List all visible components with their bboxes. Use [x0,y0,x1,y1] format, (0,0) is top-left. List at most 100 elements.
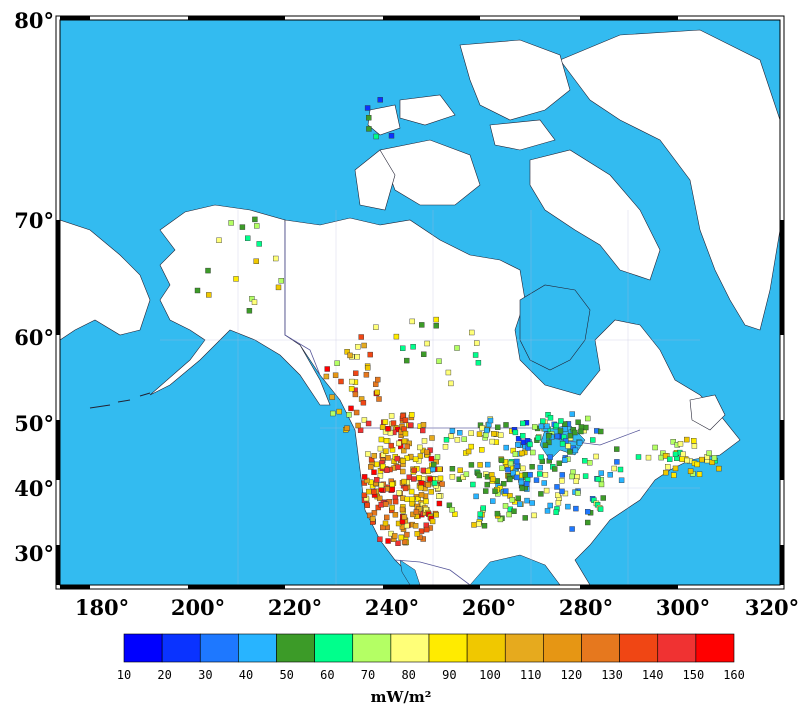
heat-flow-point [366,114,372,121]
heat-flow-point [353,370,359,376]
heat-flow-point [398,534,404,541]
heat-flow-point [684,436,690,443]
heat-flow-point [349,378,355,385]
heat-flow-point [617,466,624,473]
heat-flow-point [409,318,415,325]
arctic-island-ellesmere [459,39,571,121]
heat-flow-point [382,419,389,425]
heat-flow-point [509,497,515,503]
heat-flow-point [393,333,400,340]
heat-flow-point [411,476,417,482]
heat-flow-point [684,457,690,464]
heat-flow-point [524,481,530,487]
heat-flow-point [529,464,535,470]
heat-flow-point [228,220,234,226]
heat-flow-point [547,415,554,421]
heat-flow-point [371,469,377,475]
heat-flow-point [484,427,490,434]
heat-flow-point [385,455,391,461]
heat-flow-point [394,455,400,462]
heat-flow-point [429,435,435,441]
heat-flow-point [373,381,379,387]
heat-flow-point [476,431,483,437]
heat-flow-point [465,448,472,455]
landmass-greenland [559,29,780,331]
heat-flow-point [645,454,652,461]
colorbar-tick-label: 90 [442,668,457,682]
heat-flow-point [361,492,368,498]
heat-flow-point [443,437,450,443]
heat-flow-point [538,491,544,497]
heat-flow-point [375,376,381,383]
gulf-of-mexico [469,554,561,585]
heat-flow-point [667,456,673,462]
heat-flow-point [421,351,427,357]
landmass-newfoundland [689,394,726,431]
heat-flow-point [395,540,401,546]
heat-flow-point [373,324,379,330]
colorbar-tick-label: 10 [116,668,132,682]
heat-flow-point [582,473,589,479]
colorbar-swatch [352,633,392,663]
heat-flow-point [494,510,501,517]
heat-flow-point [480,505,486,511]
heat-flow-point [338,378,344,385]
heat-flow-point [696,471,703,477]
heat-flow-point [572,429,578,436]
heat-flow-point [505,467,511,473]
heat-flow-point [366,126,372,132]
heat-flow-point [389,504,395,511]
heat-flow-point [495,424,501,430]
hudson-bay [519,284,591,371]
heat-flow-point [401,447,407,454]
heat-flow-point [559,488,565,495]
colorbar [123,633,735,663]
lon-label-300: 300° [655,595,711,620]
heat-flow-point [428,456,435,462]
heat-flow-point [365,365,371,371]
heat-flow-point [515,436,522,442]
heat-flow-point [336,408,342,415]
heat-flow-point [436,358,442,364]
heat-flow-point [361,342,367,349]
heat-flow-point [251,299,258,305]
colorbar-tick-label: 80 [401,668,416,682]
lat-label-50: 50° [14,411,54,436]
heat-flow-point [347,352,353,359]
heat-flow-point [374,477,380,483]
colorbar-tick-label: 150 [682,668,705,682]
colorbar-tick-label: 40 [238,668,254,682]
heat-flow-point [670,439,676,445]
heat-flow-point [522,472,528,478]
heat-flow-point [498,457,505,463]
colorbar-swatch [314,633,354,663]
heat-flow-point [365,451,371,457]
colorbar-swatch [428,633,468,663]
heat-flow-point [662,453,669,459]
heat-flow-point [538,454,544,460]
heat-flow-point [357,427,364,433]
heat-flow-point [374,389,380,396]
heat-flow-point [553,509,559,515]
heat-flow-point [396,490,402,496]
heat-flow-point [400,458,406,464]
heat-flow-point [711,455,718,461]
heat-flow-point [557,428,564,434]
heat-flow-point [716,465,722,472]
heat-flow-point [418,492,425,498]
colorbar-swatch [238,633,277,663]
heat-flow-point [436,493,442,499]
heat-flow-point [547,502,553,509]
heat-flow-point [430,466,436,472]
heat-flow-point [433,323,439,329]
heat-flow-point [527,472,533,478]
heat-flow-point [576,440,583,446]
heat-flow-point [324,366,330,372]
heat-flow-point [446,502,453,508]
heat-flow-point [472,352,479,358]
heat-flow-point [205,267,211,274]
heat-flow-point [552,466,558,472]
colorbar-tick-label: 100 [479,668,501,682]
colorbar-unit: mW/m² [370,688,432,706]
colorbar-swatch [504,633,544,663]
